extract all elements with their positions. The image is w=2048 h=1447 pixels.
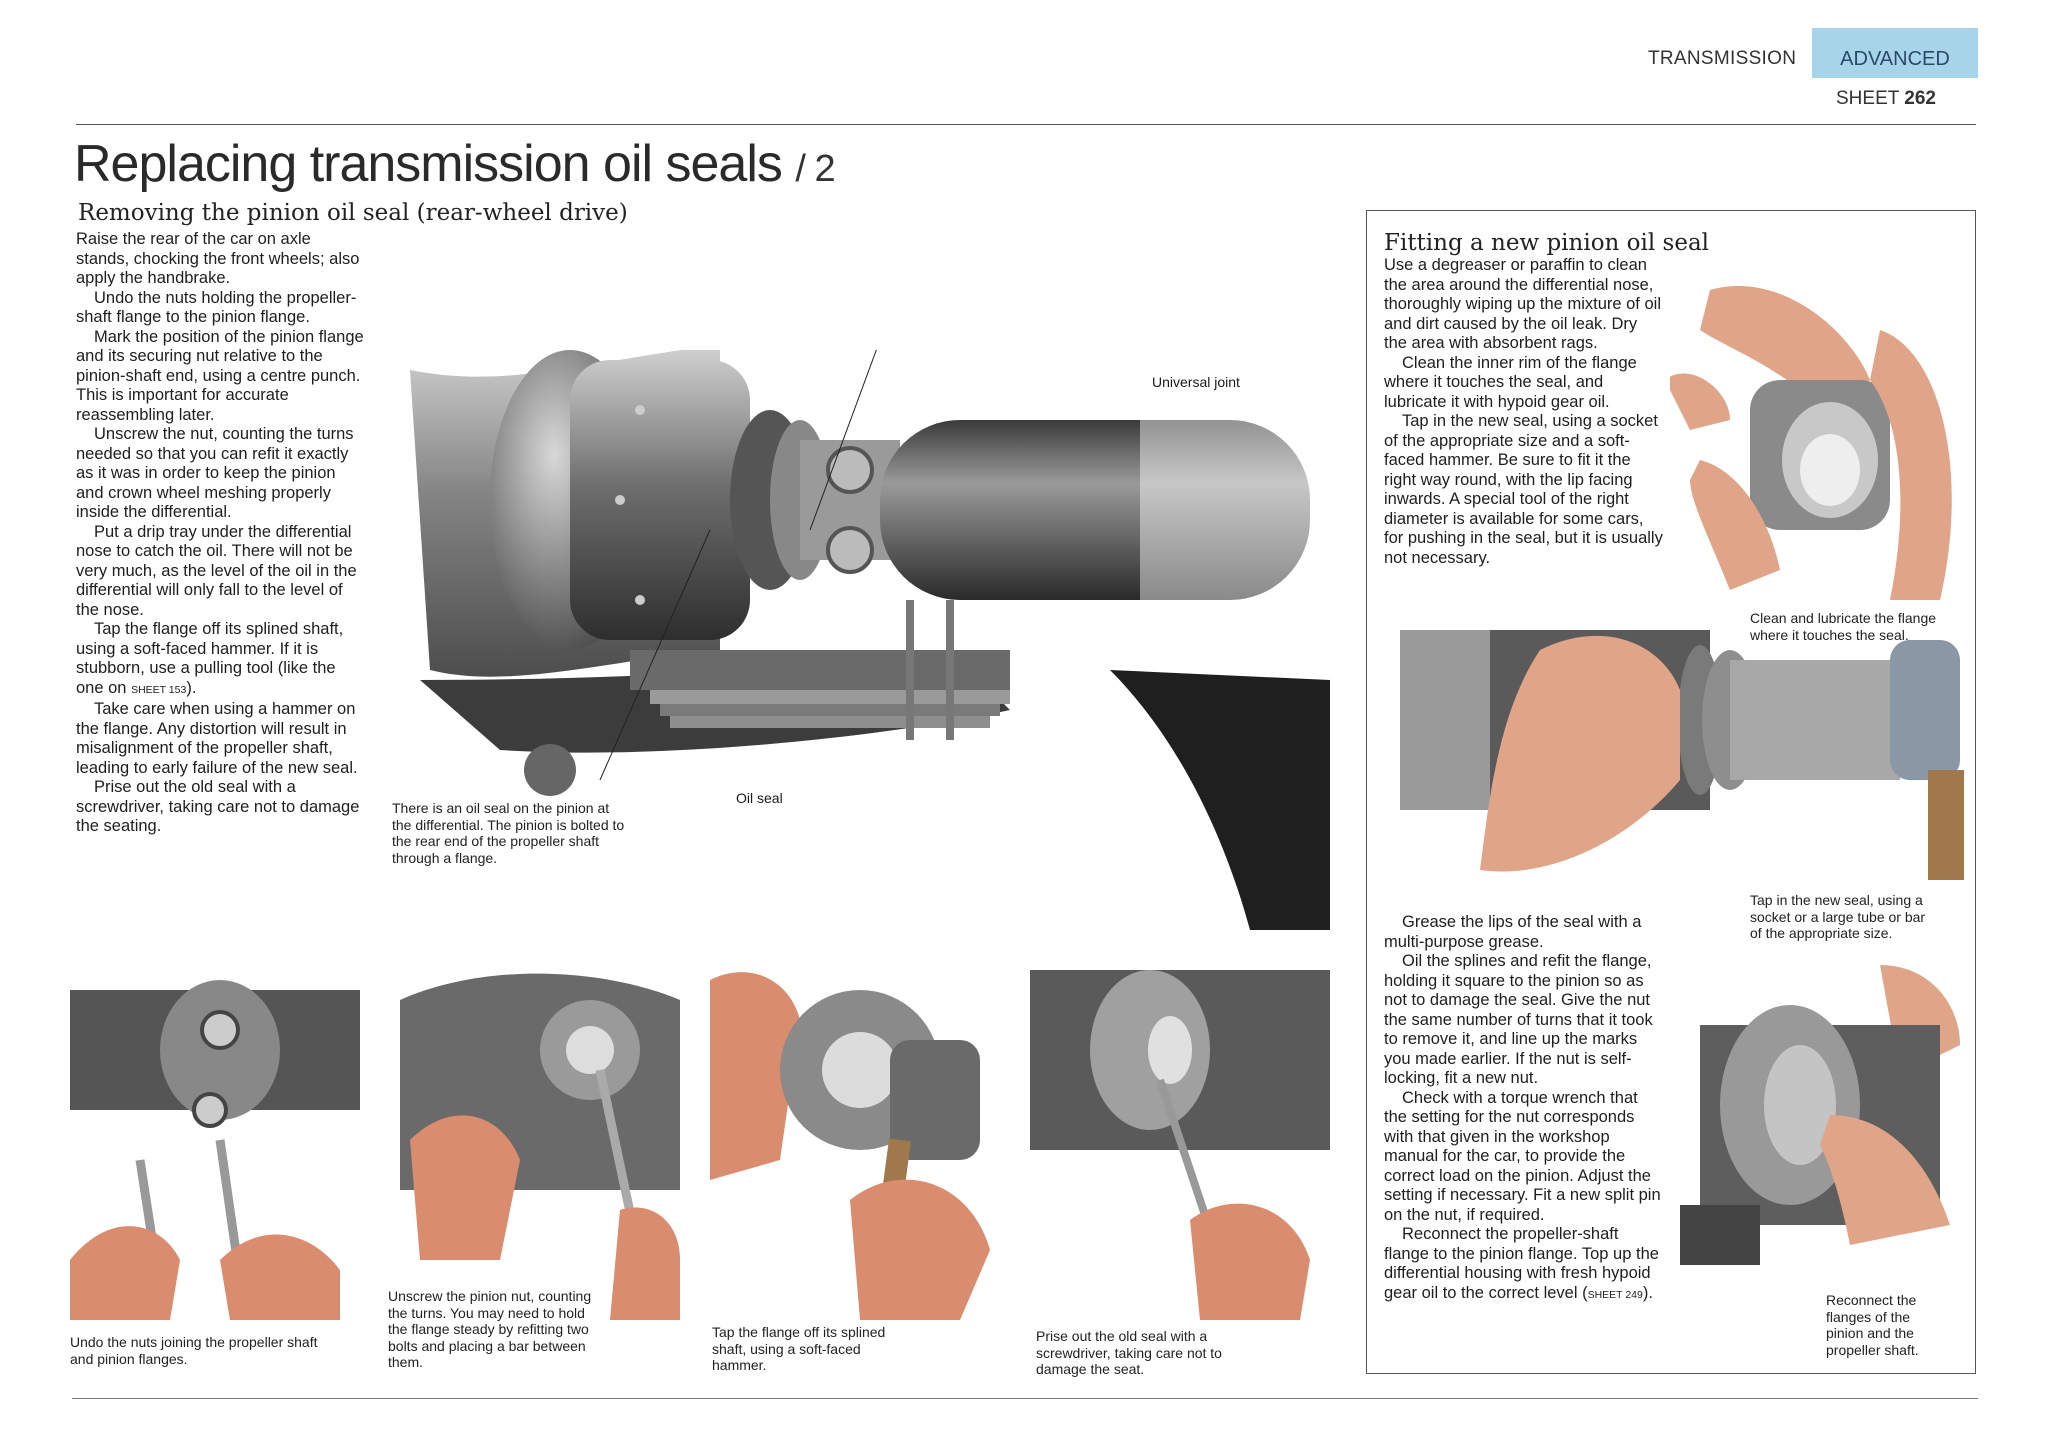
paragraph: Tap the flange off its splined shaft, us… (76, 620, 366, 700)
sheet-reference: SHEET 153 (131, 683, 187, 696)
fitting-caption: Reconnect the flanges of the pinion and … (1826, 1292, 1919, 1358)
paragraph: Take care when using a hammer on the fla… (76, 700, 358, 777)
section-heading-fitting: Fitting a new pinion oil seal (1384, 230, 1710, 256)
level-badge: ADVANCED (1812, 28, 1978, 78)
paragraph-text: ). (186, 678, 197, 697)
section-heading-removing: Removing the pinion oil seal (rear-wheel… (78, 200, 628, 226)
sheet-label: SHEET (1836, 88, 1900, 109)
paragraph: Check with a torque wrench that the sett… (1384, 1088, 1661, 1224)
header-rule (76, 124, 1976, 125)
paragraph: Oil the splines and refit the flange, ho… (1384, 952, 1653, 1087)
universal-joint-label: Universal joint (1152, 374, 1240, 390)
step-caption: Prise out the old seal with a screwdrive… (1036, 1328, 1222, 1377)
differential-illustration (410, 350, 1330, 930)
clean-flange-illustration (1670, 286, 1952, 600)
paragraph: Grease the lips of the seal with a multi… (1384, 913, 1642, 951)
tap-seal-illustration (1400, 630, 1964, 880)
paragraph: Raise the rear of the car on axle stands… (76, 230, 360, 287)
section-label: TRANSMISSION (1648, 48, 1797, 69)
paragraph: Undo the nuts holding the propeller-shaf… (76, 288, 357, 327)
paragraph-text: Tap the flange off its splined shaft, us… (76, 620, 344, 697)
step2-illustration (400, 973, 680, 1320)
paragraph: Use a degreaser or paraffin to clean the… (1384, 256, 1661, 352)
sheet-reference: SHEET 249 (1587, 1288, 1643, 1301)
footer-rule (72, 1398, 1978, 1399)
step1-illustration (70, 980, 360, 1320)
paragraph: Put a drip tray under the differential n… (76, 522, 357, 619)
sheet-value: 262 (1904, 88, 1936, 109)
paragraph-text: Reconnect the propeller-shaft flange to … (1384, 1225, 1659, 1302)
paragraph: Unscrew the nut, counting the turns need… (76, 425, 354, 521)
page-title: Replacing transmission oil seals / 2 (74, 134, 836, 194)
fitting-caption: Tap in the new seal, using a socket or a… (1750, 892, 1926, 941)
title-part: / 2 (795, 148, 835, 190)
paragraph: Prise out the old seal with a screwdrive… (76, 778, 360, 835)
main-illustration-caption: There is an oil seal on the pinion at th… (392, 800, 625, 866)
paragraph: Tap in the new seal, using a socket of t… (1384, 412, 1663, 567)
fitting-instructions-top: Use a degreaser or paraffin to clean the… (1384, 256, 1664, 568)
oil-seal-label: Oil seal (736, 790, 783, 806)
fitting-panel (1366, 210, 1976, 1374)
step-caption: Undo the nuts joining the propeller shaf… (70, 1334, 318, 1367)
fitting-caption: Clean and lubricate the flange where it … (1750, 610, 1937, 643)
paragraph: Mark the position of the pinion flange a… (76, 327, 364, 424)
step3-illustration (710, 972, 990, 1320)
fitting-instructions-bottom: Grease the lips of the seal with a multi… (1384, 913, 1664, 1305)
step-caption: Tap the flange off its splined shaft, us… (712, 1324, 886, 1373)
sheet-number: SHEET 262 (1836, 88, 1936, 110)
paragraph-text: ). (1642, 1283, 1653, 1302)
reconnect-flanges-illustration (1680, 965, 1960, 1265)
removing-instructions: Raise the rear of the car on axle stands… (76, 230, 366, 837)
step-caption: Unscrew the pinion nut, counting the tur… (388, 1288, 592, 1370)
step4-illustration (1030, 970, 1330, 1320)
paragraph: Clean the inner rim of the flange where … (1384, 353, 1637, 411)
paragraph: Reconnect the propeller-shaft flange to … (1384, 1225, 1664, 1305)
title-text: Replacing transmission oil seals (74, 135, 783, 193)
